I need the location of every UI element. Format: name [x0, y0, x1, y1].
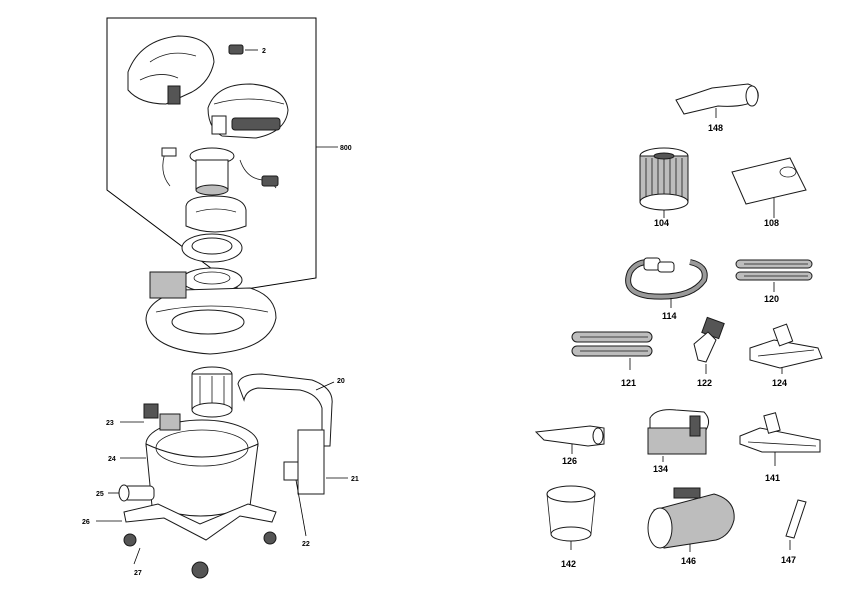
floor-nozzle-124: 124: [749, 323, 823, 388]
callout-114: 114: [662, 311, 677, 321]
callout-26: 26: [82, 519, 90, 526]
vacuum-drum: [145, 413, 259, 517]
callout-108: 108: [764, 218, 779, 228]
exploded-vacuum-assembly: 2 800 20 21 22 23 24 25 26 27: [82, 17, 359, 579]
kit-800-frame: [106, 17, 317, 291]
power-cord: [161, 147, 279, 189]
callout-147: 147: [781, 555, 796, 565]
cartridge-filter-104: 104: [639, 147, 689, 228]
foam-sleeve-146: 146: [647, 487, 735, 566]
callout-142: 142: [561, 559, 576, 569]
crevice-nozzle-148: 148: [675, 83, 759, 133]
utility-nozzle-126: 126: [534, 425, 605, 466]
filter-cage: [191, 366, 233, 418]
callout-148: 148: [708, 123, 723, 133]
hose-114: 114: [625, 257, 708, 321]
accessories: 148 104 108 114: [534, 83, 823, 569]
hose-inlet: [118, 484, 155, 502]
callout-20: 20: [337, 378, 345, 385]
extension-wands-120: 120: [735, 259, 813, 304]
callout-21: 21: [351, 476, 359, 483]
extension-wands-121: 121: [571, 331, 653, 388]
motor-mount: [185, 195, 247, 233]
callout-800: 800: [340, 145, 352, 152]
callout-24: 24: [108, 456, 116, 463]
handle-top-cover: [127, 35, 215, 105]
callout-124: 124: [772, 378, 787, 388]
filter-cage-142: 142: [546, 485, 596, 569]
switch-part: [228, 44, 244, 55]
callout-126: 126: [562, 456, 577, 466]
callout-121: 121: [621, 378, 636, 388]
callout-122: 122: [697, 378, 712, 388]
wet-nozzle-141: 141: [739, 412, 821, 483]
callout-27: 27: [134, 570, 142, 577]
callout-104: 104: [654, 218, 669, 228]
callout-141: 141: [765, 473, 780, 483]
drum-latch: [143, 403, 159, 419]
filter-bag-108: 108: [731, 157, 807, 228]
callout-120: 120: [764, 294, 779, 304]
callout-23: 23: [106, 420, 114, 427]
impeller-ring: [181, 233, 243, 263]
filter-holder-134: 134: [647, 409, 710, 474]
callout-146: 146: [681, 556, 696, 566]
callout-134: 134: [653, 464, 668, 474]
vacuum-lid: [145, 271, 277, 355]
callout-22: 22: [302, 541, 310, 548]
motor-housing: [207, 83, 289, 139]
caster-base: [123, 503, 277, 579]
gasket-disk: [181, 267, 243, 293]
accessory-clip: [283, 461, 299, 481]
motor: [189, 147, 235, 196]
callout-2: 2: [262, 48, 266, 55]
cart-handle: [237, 373, 333, 495]
callout-25: 25: [96, 491, 104, 498]
crevice-tip-147: 147: [781, 499, 807, 565]
dusting-brush-122: 122: [693, 316, 725, 388]
